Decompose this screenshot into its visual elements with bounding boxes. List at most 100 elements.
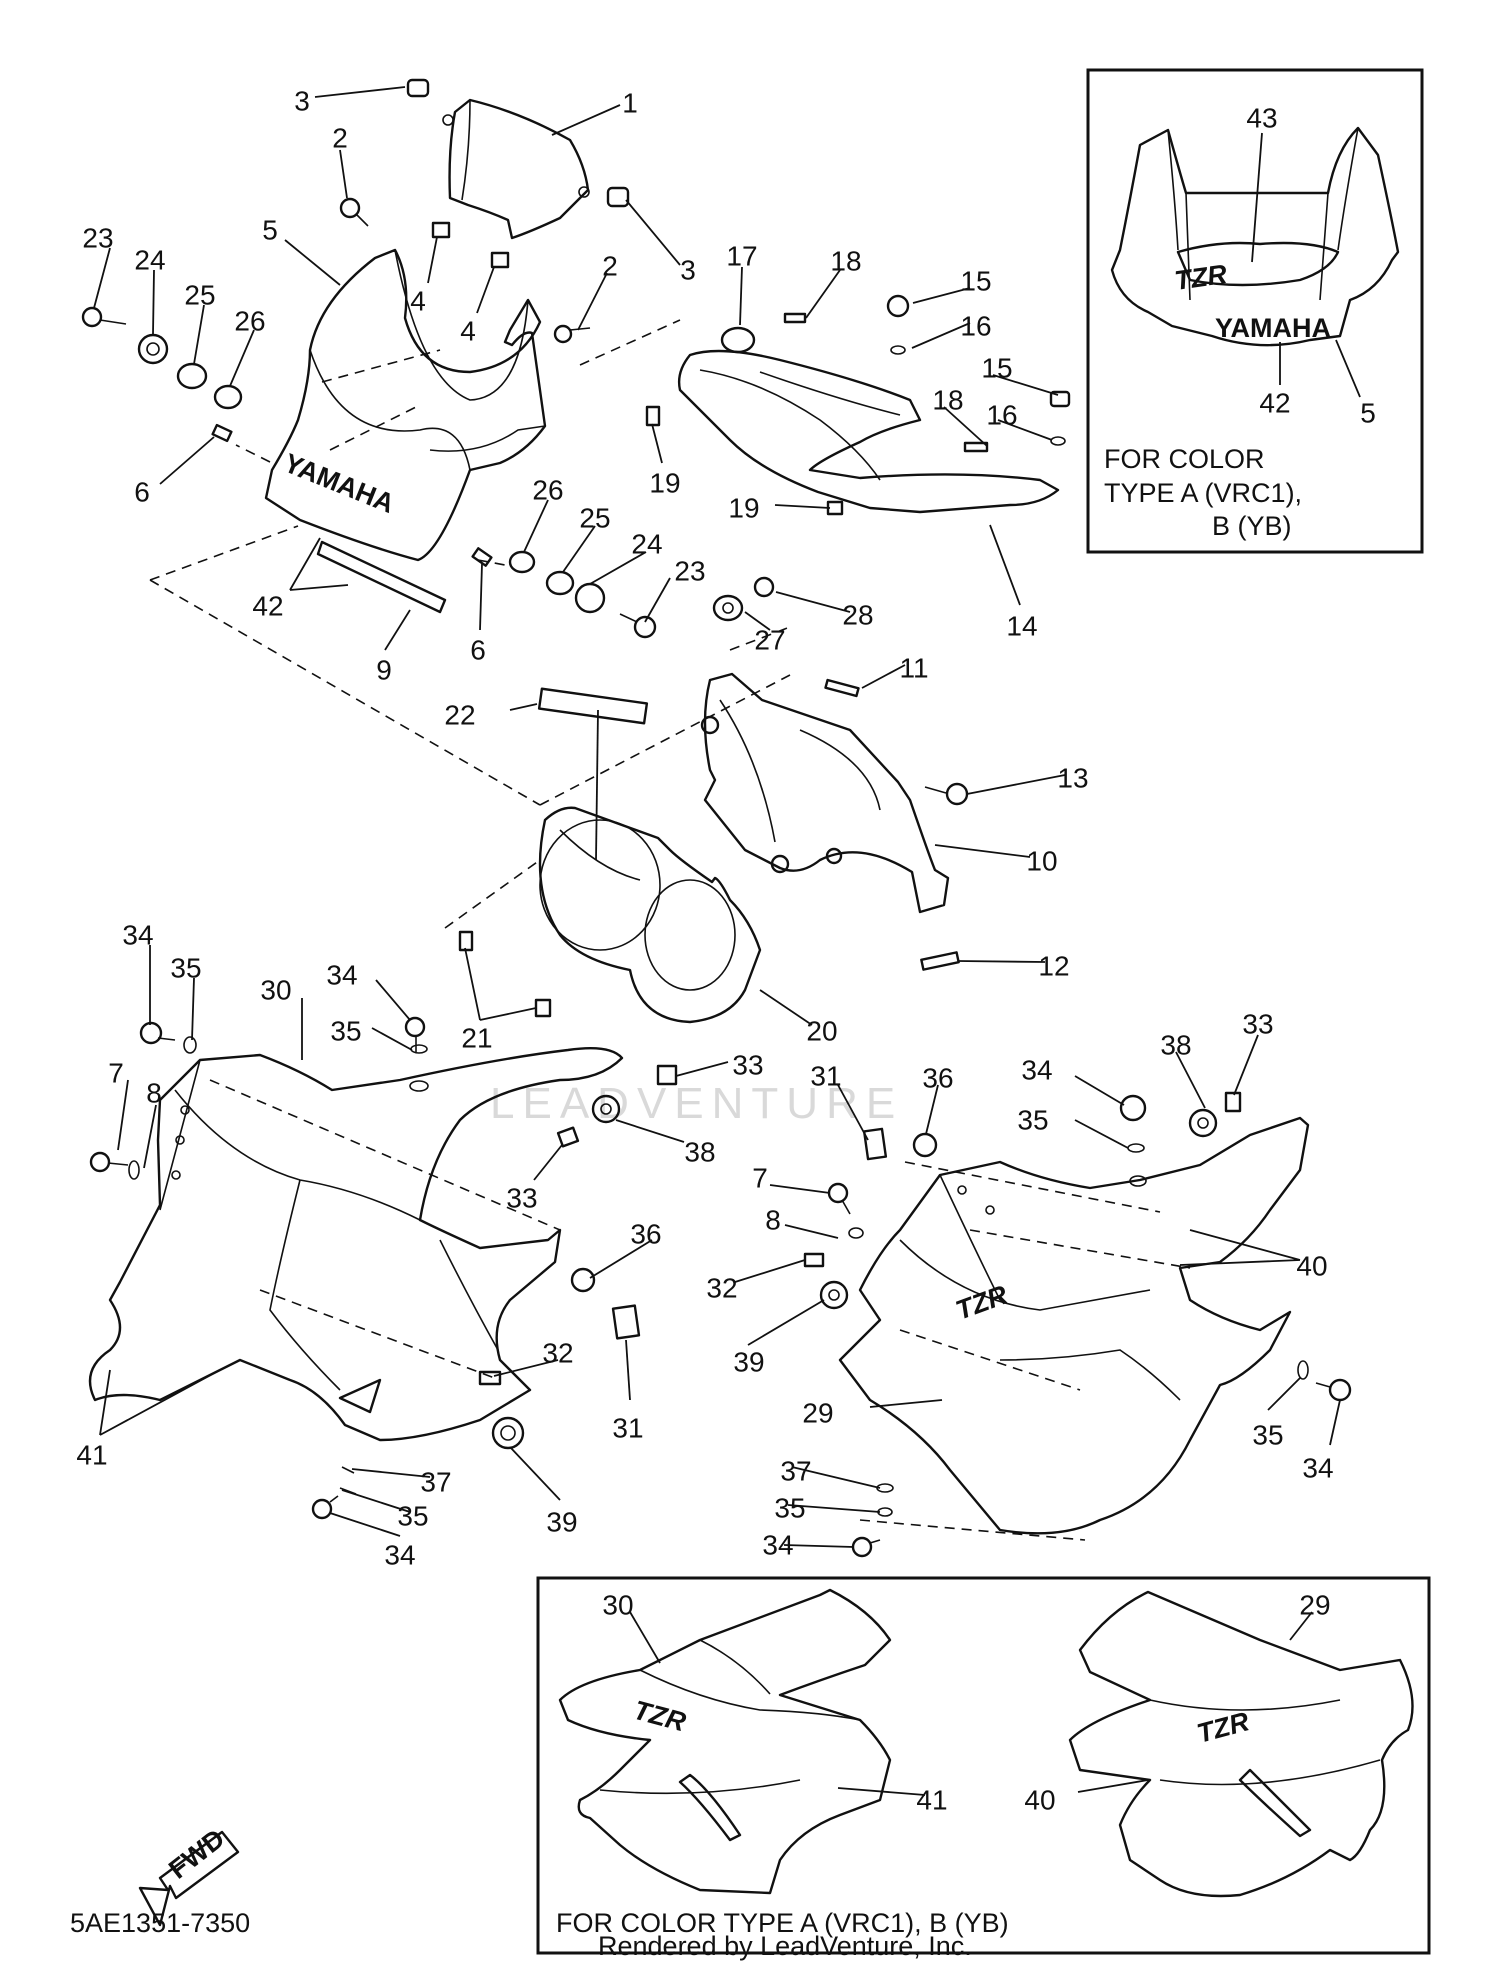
tzr-decal-bottom-left: TZR [630, 1695, 689, 1738]
bottom-inset-right-cowling: TZR [1068, 1590, 1414, 1898]
bottom-inset-note: FOR COLOR TYPE A (VRC1), B (YB) [556, 1908, 1009, 1938]
callout-22: 22 [444, 699, 475, 730]
callout-33: 33 [1242, 1008, 1273, 1039]
callout-6: 6 [134, 476, 150, 507]
callout-17: 17 [726, 240, 757, 271]
callout-16: 16 [986, 399, 1017, 430]
callout-29: 29 [1299, 1589, 1330, 1620]
callout-31: 31 [612, 1412, 643, 1443]
leader-lines [93, 86, 1361, 1796]
callout-40: 40 [1024, 1784, 1055, 1815]
callout-35: 35 [397, 1500, 428, 1531]
callout-34: 34 [384, 1539, 415, 1570]
callout-4: 4 [460, 315, 476, 346]
left-side-cowling [88, 1016, 678, 1520]
callout-21: 21 [461, 1022, 492, 1053]
callout-2: 2 [602, 250, 618, 281]
yamaha-decal-inset: YAMAHA [1215, 313, 1331, 343]
callout-8: 8 [146, 1077, 162, 1108]
callout-34: 34 [326, 959, 357, 990]
callout-18: 18 [830, 245, 861, 276]
right-side-cowling: TZR [803, 1091, 1352, 1558]
callout-32: 32 [542, 1337, 573, 1368]
callout-39: 39 [733, 1346, 764, 1377]
tzr-decal-inset: TZR [1173, 259, 1230, 296]
callout-43: 43 [1246, 102, 1277, 133]
callout-34: 34 [122, 919, 153, 950]
callout-35: 35 [1252, 1419, 1283, 1450]
callout-35: 35 [170, 952, 201, 983]
callout-9: 9 [376, 654, 392, 685]
callout-12: 12 [1038, 950, 1069, 981]
tzr-decal-right: TZR [952, 1279, 1012, 1325]
strip-9 [316, 540, 447, 614]
callout-20: 20 [806, 1015, 837, 1046]
reference-lines [149, 319, 1161, 1541]
callout-38: 38 [684, 1136, 715, 1167]
callout-23: 23 [674, 555, 705, 586]
callout-24: 24 [631, 528, 662, 559]
callout-41: 41 [76, 1439, 107, 1470]
callout-39: 39 [546, 1506, 577, 1537]
callout-25: 25 [579, 502, 610, 533]
top-inset-note-line1: FOR COLOR [1104, 444, 1265, 474]
callout-26: 26 [532, 474, 563, 505]
callout-35: 35 [1017, 1104, 1048, 1135]
callout-1: 1 [622, 87, 638, 118]
top-inset-cowling: TZR YAMAHA [1110, 126, 1400, 347]
top-inset-note-line3: B (YB) [1212, 511, 1292, 541]
callout-29: 29 [802, 1397, 833, 1428]
callout-24: 24 [134, 244, 165, 275]
callout-28: 28 [842, 599, 873, 630]
callout-25: 25 [184, 279, 215, 310]
yamaha-decal: YAMAHA [280, 448, 399, 519]
callout-15: 15 [981, 352, 1012, 383]
upper-cowling: YAMAHA [264, 248, 547, 562]
part-code: 5AE1351-7350 [70, 1908, 250, 1938]
fasteners-upper [81, 78, 657, 639]
callout-19: 19 [649, 467, 680, 498]
top-inset-note-line2: TYPE A (VRC1), [1104, 478, 1302, 508]
callout-19: 19 [728, 492, 759, 523]
callout-16: 16 [960, 310, 991, 341]
callout-30: 30 [260, 974, 291, 1005]
headlight [458, 687, 762, 1024]
callout-32: 32 [706, 1272, 737, 1303]
callout-35: 35 [330, 1015, 361, 1046]
callout-4: 4 [410, 285, 426, 316]
callout-37: 37 [420, 1466, 451, 1497]
callout-3: 3 [294, 85, 310, 116]
callout-7: 7 [752, 1162, 768, 1193]
callout-8: 8 [765, 1204, 781, 1235]
callout-36: 36 [630, 1218, 661, 1249]
callout-14: 14 [1006, 610, 1037, 641]
callout-26: 26 [234, 305, 265, 336]
callout-3: 3 [680, 254, 696, 285]
callout-11: 11 [899, 652, 928, 683]
bottom-inset-frame [536, 1576, 1431, 1955]
callout-37: 37 [780, 1455, 811, 1486]
callout-42: 42 [1259, 387, 1290, 418]
callout-34: 34 [1021, 1054, 1052, 1085]
callout-5: 5 [262, 214, 278, 245]
callout-30: 30 [602, 1589, 633, 1620]
callout-6: 6 [470, 634, 486, 665]
callout-7: 7 [108, 1057, 124, 1088]
callout-10: 10 [1026, 845, 1057, 876]
callout-33: 33 [506, 1182, 537, 1213]
callout-31: 31 [810, 1060, 841, 1091]
callout-40: 40 [1296, 1250, 1327, 1281]
callout-15: 15 [960, 265, 991, 296]
callout-34: 34 [762, 1529, 793, 1560]
callout-27: 27 [754, 624, 785, 655]
tzr-decal-bottom-right: TZR [1194, 1706, 1253, 1749]
windscreen [442, 98, 590, 240]
callout-2: 2 [332, 122, 348, 153]
watermark: LEADVENTURE [490, 1079, 903, 1128]
callout-33: 33 [732, 1049, 763, 1080]
callout-5: 5 [1360, 397, 1376, 428]
callout-35: 35 [774, 1492, 805, 1523]
